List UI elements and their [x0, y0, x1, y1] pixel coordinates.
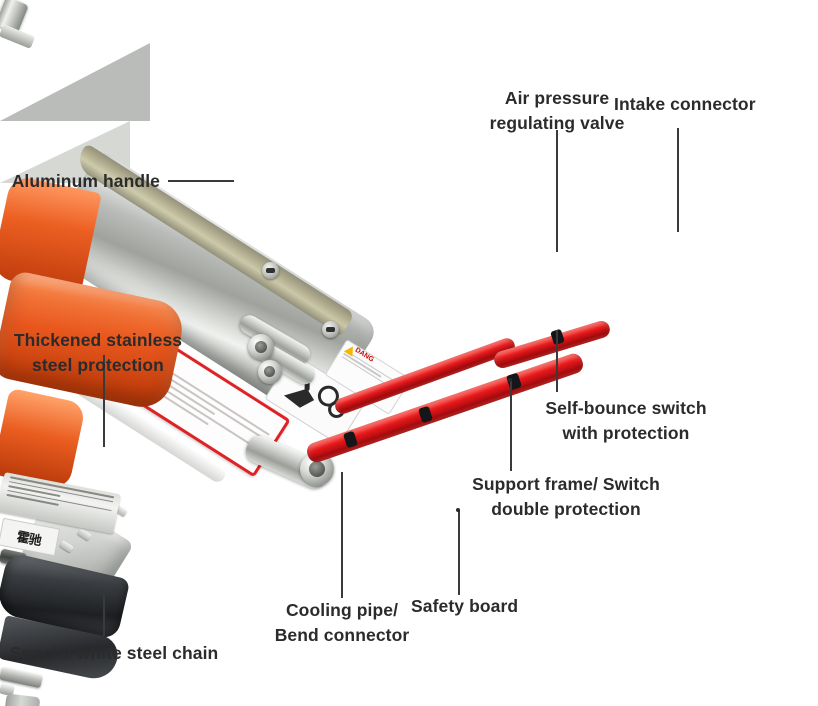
callout-support-frame-line1: Support frame/ Switch — [472, 474, 660, 494]
leader-special-steel-chain — [103, 594, 105, 636]
roller-bore — [264, 366, 275, 377]
callout-special-steel-chain: Special white steel chain — [9, 643, 219, 663]
leader-thickened-steel — [103, 355, 105, 447]
leader-aluminum-handle — [168, 180, 234, 182]
brand-plate-text: 霍驰 — [15, 528, 43, 548]
callout-cooling-pipe-line1: Cooling pipe/ — [285, 600, 399, 620]
callout-thickened-steel-line1: Thickened stainless — [13, 330, 183, 350]
callout-air-pressure-valve-line1: Air pressure — [504, 88, 610, 108]
leader-support-frame — [510, 380, 512, 471]
callout-support-frame-line2: double protection — [491, 499, 641, 519]
callout-aluminum-handle: Aluminum handle — [11, 171, 160, 191]
callout-air-pressure-valve-line2: regulating valve — [489, 113, 625, 133]
leader-anchor-dot — [508, 378, 512, 382]
lower-roller-bore — [309, 461, 325, 477]
leader-safety-board — [458, 510, 460, 595]
leader-anchor-dot — [456, 508, 460, 512]
leader-intake-connector — [677, 128, 679, 232]
callout-safety-board: Safety board — [411, 596, 519, 616]
callout-cooling-pipe-line2: Bend connector — [274, 625, 410, 645]
leader-self-bounce-switch — [556, 330, 558, 392]
leader-cooling-pipe — [341, 472, 343, 598]
handle-foot-left — [0, 693, 41, 706]
leader-air-pressure-valve — [556, 130, 558, 252]
callout-thickened-steel-line2: steel protection — [32, 355, 164, 375]
handle-bolt-icon — [262, 262, 279, 279]
handle-bolt-icon — [322, 321, 339, 338]
callout-self-bounce-switch-line1: Self-bounce switch — [545, 398, 707, 418]
callout-self-bounce-switch-line2: with protection — [562, 423, 690, 443]
safety-board-plate — [0, 43, 150, 121]
callout-intake-connector: Intake connector — [614, 94, 756, 114]
roller-bore — [255, 341, 267, 353]
